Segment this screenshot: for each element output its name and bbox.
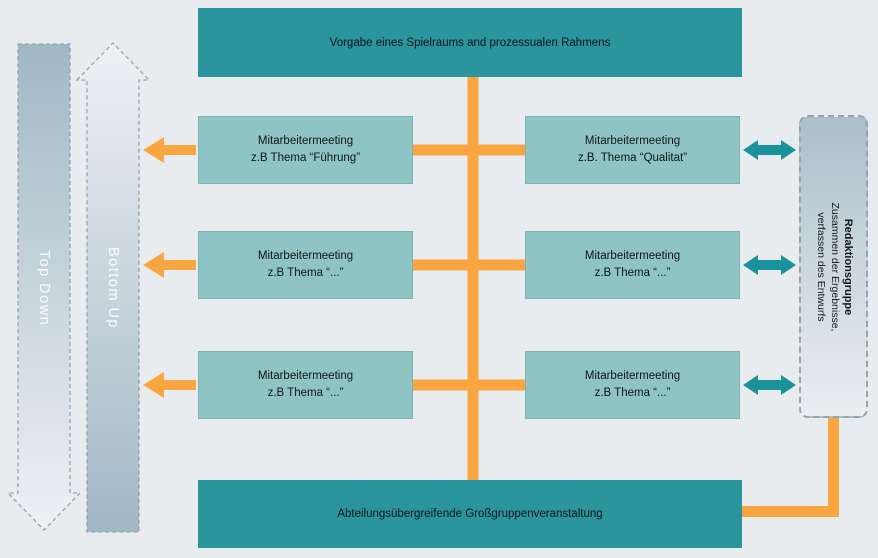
meeting-box-line2: z.B Thema “...”	[594, 267, 671, 279]
meeting-box-right-3: Mitarbeitermeeting z.B Thema “...”	[525, 351, 740, 419]
meeting-box-right-2: Mitarbeitermeeting z.B Thema “...”	[525, 231, 740, 299]
meeting-box-left-1: Mitarbeitermeeting z.B Thema “Führung”	[198, 116, 413, 184]
redaktionsgruppe-label: Redaktionsgruppe Zusammen der Ergebnisse…	[813, 182, 855, 352]
meeting-box-left-2: Mitarbeitermeeting z.B Thema “...”	[198, 231, 413, 299]
meeting-box-left-3: Mitarbeitermeeting z.B Thema “...”	[198, 351, 413, 419]
meeting-box-right-1: Mitarbeitermeeting z.B. Thema “Qualitat”	[525, 116, 740, 184]
bottom-up-label: Bottom Up	[105, 247, 121, 329]
meeting-box-line1: Mitarbeitermeeting	[257, 369, 354, 382]
meeting-box-line2: z.B Thema “Führung”	[250, 152, 361, 164]
meeting-box-line2: z.B. Thema “Qualitat”	[577, 152, 688, 164]
bottom-banner: Abteilungsübergreifende Großgruppenveran…	[198, 480, 742, 548]
meeting-box-line1: Mitarbeitermeeting	[584, 369, 681, 382]
branch-line-row1	[413, 144, 525, 156]
top-banner: Vorgabe eines Spielraums and prozessuale…	[198, 8, 742, 77]
meeting-box-line1: Mitarbeitermeeting	[257, 134, 354, 147]
top-down-label: Top Down	[36, 249, 52, 327]
bottom-up-arrow	[75, 42, 151, 533]
meeting-box-line2: z.B Thema “...”	[267, 267, 344, 279]
redaktionsgruppe-line2: Zusammen der Ergebnisse,	[827, 202, 840, 331]
double-arrow-icon-row1	[743, 140, 796, 160]
center-trunk-line	[467, 77, 479, 480]
redaktionsgruppe-line3: verfassen des Entwurfs	[814, 211, 827, 322]
left-arrow-icon-row3	[143, 372, 196, 398]
elbow-vertical-line	[828, 418, 839, 517]
meeting-box-line2: z.B Thema “...”	[267, 387, 344, 399]
branch-line-row2	[413, 259, 525, 271]
meeting-box-line1: Mitarbeitermeeting	[584, 134, 681, 147]
top-banner-label: Vorgabe eines Spielraums and prozessuale…	[329, 36, 611, 49]
double-arrow-icon-row2	[743, 255, 796, 275]
redaktionsgruppe-title: Redaktionsgruppe	[841, 218, 854, 315]
double-arrow-icon-row3	[743, 375, 796, 395]
top-down-arrow	[6, 43, 82, 531]
bottom-banner-label: Abteilungsübergreifende Großgruppenveran…	[337, 508, 603, 520]
elbow-horizontal-line	[742, 506, 839, 517]
branch-line-row3	[413, 379, 525, 391]
meeting-box-line1: Mitarbeitermeeting	[584, 249, 681, 262]
left-arrow-icon-row1	[143, 137, 196, 163]
meeting-box-line1: Mitarbeitermeeting	[257, 249, 354, 262]
left-arrow-icon-row2	[143, 252, 196, 278]
redaktionsgruppe-box: Redaktionsgruppe Zusammen der Ergebnisse…	[799, 115, 868, 418]
meeting-box-line2: z.B Thema “...”	[594, 387, 671, 399]
